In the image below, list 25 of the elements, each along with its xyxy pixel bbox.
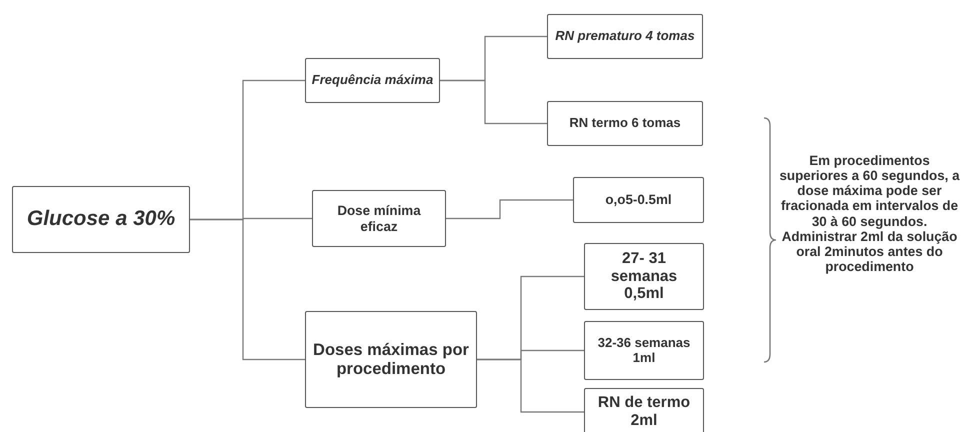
box-label: Glucose a 30% xyxy=(26,207,176,232)
text-box xyxy=(305,58,440,103)
connector-line xyxy=(446,199,573,220)
text-box xyxy=(573,177,704,223)
connector-line xyxy=(477,358,584,413)
text-box xyxy=(584,388,704,432)
box-label: 27- 31 semanas 0,5ml xyxy=(610,250,678,304)
box-label: Frequência máxima xyxy=(312,73,434,88)
text-box xyxy=(547,101,703,146)
box-label: RN prematuro 4 tomas xyxy=(555,29,695,44)
note-text: Em procedimentos superiores a 60 segundos, a dose máxima pode ser fracionada em intervalos de 30 à 60 segundos. Administrar 2ml da solução oral 2minutos antes do procedimento xyxy=(778,153,961,274)
box-label: RN termo 6 tomas xyxy=(569,116,681,131)
box-label: Dose mínima eficaz xyxy=(336,203,422,234)
text-box xyxy=(584,243,704,310)
connector-line xyxy=(190,218,305,360)
text-box xyxy=(547,14,703,59)
text-box xyxy=(584,321,704,380)
box-label: o,o5-0.5ml xyxy=(605,192,672,208)
box-label: 32-36 semanas 1ml xyxy=(596,336,692,366)
box-label: RN de termo 2ml xyxy=(596,394,692,430)
text-box xyxy=(305,311,477,408)
text-box xyxy=(312,190,446,247)
text-box xyxy=(12,186,190,253)
connector-line xyxy=(440,80,547,124)
box-label: Doses máximas por procedimento xyxy=(312,340,470,378)
